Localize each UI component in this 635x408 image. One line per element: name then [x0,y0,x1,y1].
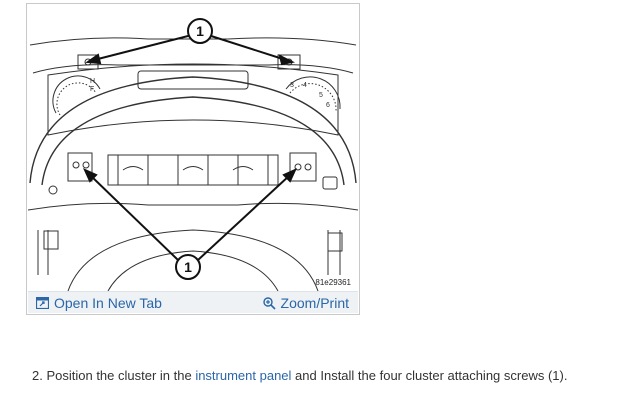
open-in-new-tab-button[interactable]: Open In New Tab [36,295,162,311]
step-text-suffix: and Install the four cluster attaching s… [291,368,568,383]
gauge-mark-f: F [90,86,94,93]
tach-mark-3: 3 [290,82,294,89]
open-in-new-tab-label: Open In New Tab [54,295,162,311]
zoom-icon [262,296,276,310]
figure-action-bar: Open In New Tab Zoom/Print [28,291,358,313]
step-instruction: 2. Position the cluster in the instrumen… [32,368,567,383]
callout-bottom [175,254,201,280]
callout-top [187,18,213,44]
step-text-prefix: 2. Position the cluster in the [32,368,196,383]
gauge-mark-h: H [90,78,95,85]
instrument-panel-link[interactable]: instrument panel [195,368,292,383]
zoom-print-button[interactable]: Zoom/Print [262,295,349,311]
figure-frame: 1 1 H F 3 4 5 6 81e29361 Open In New Tab [26,3,360,315]
new-tab-icon [36,297,49,309]
tach-mark-5: 5 [319,92,323,99]
callout-bottom-label: 1 [184,259,192,275]
zoom-print-label: Zoom/Print [280,295,349,311]
callout-top-label: 1 [196,23,204,39]
tach-mark-4: 4 [303,82,307,89]
tach-mark-6: 6 [326,102,330,109]
cluster-illustration: 1 1 H F 3 4 5 6 [28,18,358,291]
figure-id: 81e29361 [315,278,351,287]
